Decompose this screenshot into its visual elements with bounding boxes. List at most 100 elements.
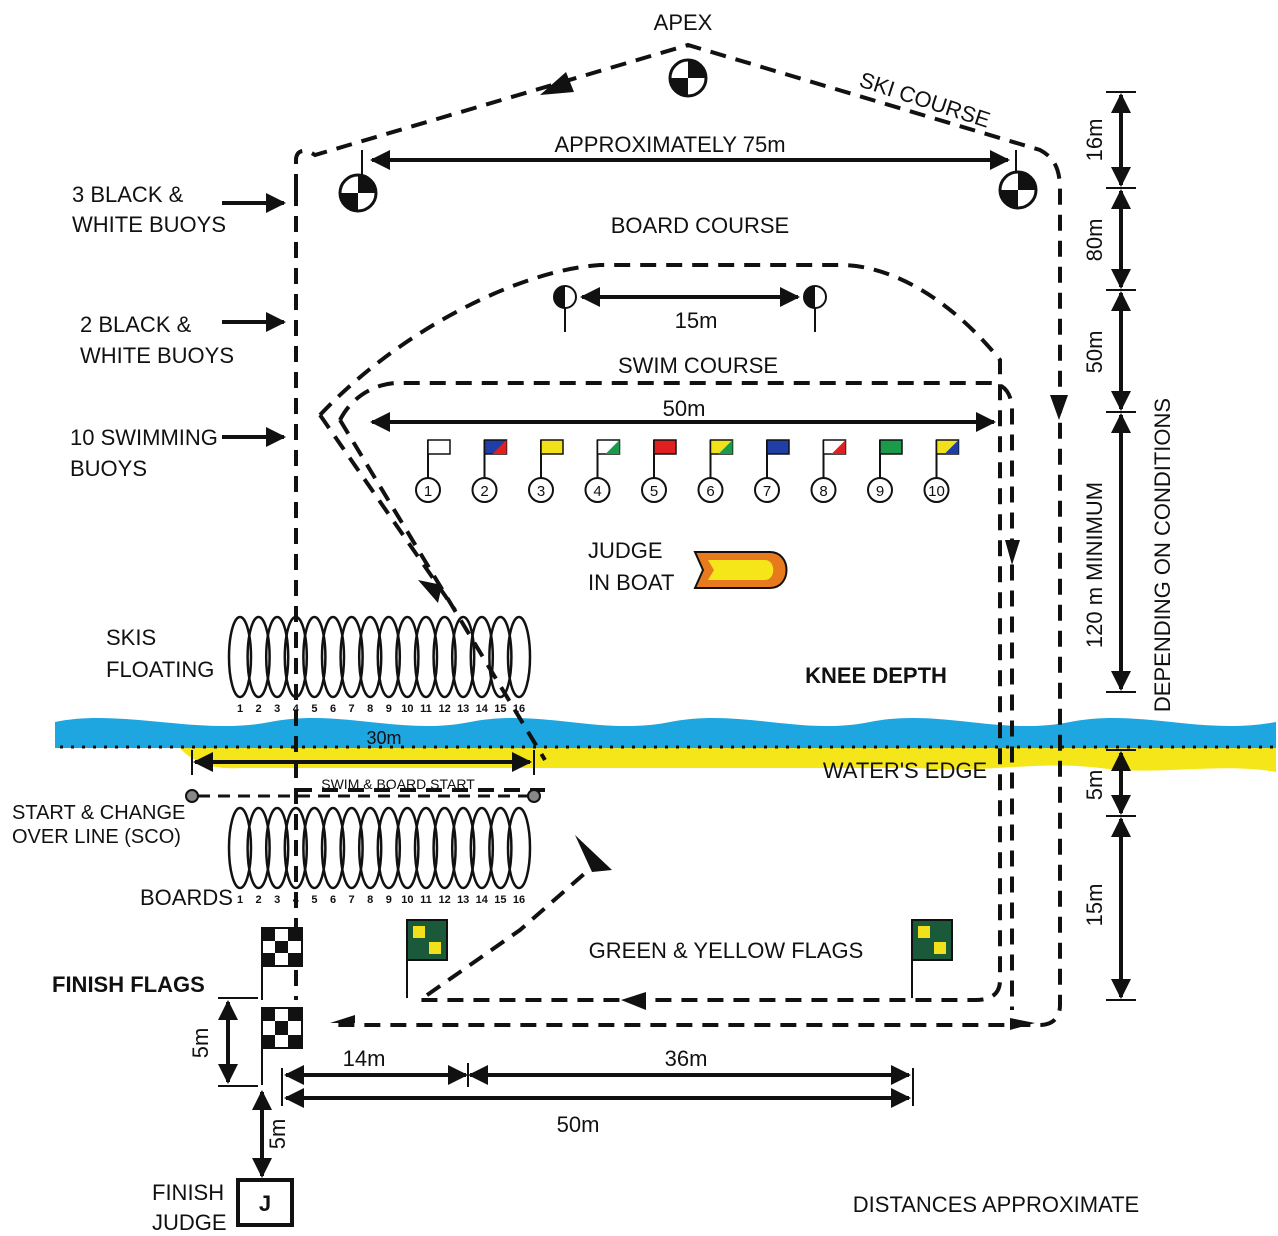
- swim-buoy-7: 7: [754, 439, 790, 503]
- ski-number: 15: [494, 703, 506, 715]
- ski-13: [450, 615, 476, 699]
- ten-buoys-line2: BUOYS: [70, 456, 147, 481]
- ski-5: [302, 615, 327, 699]
- swim-buoy-number: 3: [537, 483, 545, 500]
- swim-buoy-number: 6: [706, 483, 714, 500]
- board-number: 8: [367, 894, 373, 906]
- finish-judge-line2: JUDGE: [152, 1210, 227, 1235]
- swim-buoy-number: 4: [593, 483, 601, 500]
- apex-label: APEX: [654, 10, 713, 35]
- sco-post-left: [185, 789, 199, 803]
- r15-label: 15m: [1082, 884, 1107, 927]
- thirtysix-m-label: 36m: [665, 1046, 708, 1071]
- swim-course-label: SWIM COURSE: [618, 353, 778, 378]
- two-buoys-line2: WHITE BUOYS: [80, 343, 234, 368]
- swim-board-start-label: SWIM & BOARD START: [321, 776, 475, 792]
- swim-buoy-1: 1: [415, 439, 451, 503]
- sco-line2: OVER LINE (SCO): [12, 826, 181, 848]
- ski-number: 12: [438, 703, 450, 715]
- r80-label: 80m: [1082, 219, 1107, 262]
- ski-number: 1: [237, 703, 243, 715]
- ski-2: [246, 615, 271, 699]
- board-13: [450, 806, 476, 890]
- sco-line1: START & CHANGE: [12, 802, 185, 824]
- fifteen-m-label: 15m: [675, 308, 718, 333]
- ski-number: 10: [401, 703, 413, 715]
- three-buoys-line2: WHITE BUOYS: [72, 212, 226, 237]
- r16-label: 16m: [1082, 119, 1107, 162]
- board-2: [246, 806, 271, 890]
- ski-10: [395, 615, 420, 699]
- swim-buoy-number: 8: [819, 483, 827, 500]
- ski-arrow-left: [330, 1015, 355, 1023]
- swim-buoy-3: 3: [528, 439, 564, 503]
- board-8: [357, 806, 383, 890]
- two-buoys-line1: 2 BLACK &: [80, 312, 192, 337]
- approx75-label: APPROXIMATELY 75m: [554, 132, 785, 157]
- three-buoys-line1: 3 BLACK &: [72, 182, 184, 207]
- apex-buoy: [668, 58, 708, 98]
- boards-label: BOARDS: [140, 885, 233, 910]
- ski-4: [283, 615, 309, 699]
- board-number: 2: [256, 894, 262, 906]
- ski-number: 13: [457, 703, 469, 715]
- waters-edge-label: WATER'S EDGE: [823, 758, 987, 783]
- finish-flags-label: FINISH FLAGS: [52, 972, 205, 997]
- swim-buoy-number: 10: [928, 483, 945, 500]
- board-7: [339, 806, 364, 890]
- board-number: 9: [386, 894, 392, 906]
- judge-boat-line2: IN BOAT: [588, 570, 674, 595]
- left-buoy: [338, 150, 378, 213]
- ski-number: 14: [476, 703, 489, 715]
- board-arrow-left: [621, 992, 646, 1010]
- board-number: 10: [401, 894, 413, 906]
- ski-number: 5: [311, 703, 317, 715]
- swim-buoy-number: 5: [650, 483, 658, 500]
- swim-buoy-number: 7: [763, 483, 771, 500]
- swim-buoy-10: 10: [923, 439, 960, 503]
- ski-number: 11: [420, 703, 432, 715]
- ski-arrow-up: [540, 72, 574, 95]
- judge-box-letter: J: [259, 1191, 271, 1216]
- board-5: [302, 806, 327, 890]
- right-buoy: [998, 150, 1038, 210]
- swim-buoy-number: 2: [480, 483, 488, 500]
- swim-buoy-9: 9: [867, 439, 903, 503]
- board-12: [432, 806, 457, 890]
- board-buoy-left: [553, 285, 577, 332]
- ski-15: [488, 615, 513, 699]
- green-yellow-flag-right: [911, 919, 953, 998]
- board-number: 4: [293, 894, 300, 906]
- ski-11: [413, 615, 439, 699]
- swim-buoy-number: 1: [424, 483, 432, 500]
- board-arrow-diag: [418, 580, 442, 603]
- board-number: 14: [476, 894, 489, 906]
- fourteen-m-label: 14m: [343, 1046, 386, 1071]
- swim-buoy-6: 6: [697, 439, 734, 503]
- ski-number: 2: [256, 703, 262, 715]
- ski-3: [264, 615, 290, 699]
- finish-flag-top: [261, 927, 303, 1000]
- ten-buoys-line1: 10 SWIMMING: [70, 425, 218, 450]
- swim-buoy-number: 9: [876, 483, 884, 500]
- ski-8: [357, 615, 383, 699]
- board-number: 7: [349, 894, 355, 906]
- ski-14: [469, 615, 495, 699]
- ski-arrow-down: [1050, 395, 1068, 420]
- swim-buoy-5: 5: [641, 439, 677, 503]
- board-10: [395, 806, 420, 890]
- r50-label: 50m: [1082, 331, 1107, 374]
- board-number: 16: [513, 894, 525, 906]
- board-arrow-sco: [575, 835, 612, 872]
- ski-number: 16: [513, 703, 525, 715]
- fifty-m-bottom-label: 50m: [557, 1112, 600, 1137]
- ski-arrow-left-2: [1010, 1018, 1035, 1030]
- judge-boat-line1: JUDGE: [588, 538, 663, 563]
- board-number: 12: [438, 894, 450, 906]
- ski-number: 6: [330, 703, 336, 715]
- ski-number: 8: [367, 703, 373, 715]
- ski-12: [432, 615, 457, 699]
- ski-1: [227, 615, 253, 699]
